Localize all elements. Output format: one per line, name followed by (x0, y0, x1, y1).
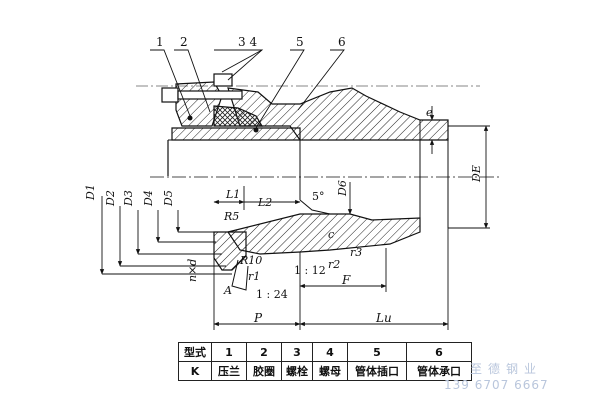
label-R10: R10 (239, 254, 262, 267)
table-part-name: 螺母 (312, 361, 348, 381)
table-part-name: 压兰 (211, 361, 247, 381)
label-R5: R5 (223, 210, 239, 223)
part-label-3-4: 3 4 (238, 35, 257, 49)
part-label-2: 2 (180, 35, 188, 49)
label-DE: DE (470, 165, 483, 183)
label-nxd: n×d (186, 259, 199, 282)
label-D4: D4 (142, 190, 155, 207)
part-label-1: 1 (156, 35, 164, 49)
nut (213, 73, 233, 87)
table-part-name: 管体承口 (406, 361, 472, 381)
table-number: 5 (347, 342, 407, 362)
table-number: 3 (281, 342, 313, 362)
label-D5: D5 (162, 190, 175, 207)
label-taper-24: 1 : 24 (256, 288, 288, 301)
bolt-shank (177, 90, 243, 100)
label-D6: D6 (336, 180, 349, 197)
length-dimensions (213, 186, 449, 330)
watermark-phone: 139 6707 6667 (444, 378, 549, 392)
label-angle: 5° (312, 190, 325, 203)
diameter-dimensions (99, 106, 490, 275)
label-D1: D1 (84, 184, 97, 201)
table-number: 1 (211, 342, 247, 362)
label-r3: r3 (350, 246, 362, 259)
table-part-name: 管体插口 (347, 361, 407, 381)
label-L2: L2 (257, 196, 272, 209)
label-r2: r2 (328, 258, 340, 271)
label-L1: L1 (225, 188, 240, 201)
label-r1: r1 (248, 270, 260, 283)
label-Lu: Lu (375, 311, 392, 325)
rubber-ring-upper (213, 105, 264, 127)
label-P: P (253, 311, 263, 325)
part-label-5: 5 (296, 35, 304, 49)
table-header-label: 型式 (178, 342, 212, 362)
leader-lines (150, 49, 345, 129)
socket-lower-body (227, 213, 421, 255)
label-D2: D2 (104, 190, 117, 207)
parts-table-name-row: K 压兰 胶圈 螺栓 螺母 管体插口 管体承口 (178, 361, 472, 381)
label-F: F (341, 273, 351, 287)
parts-table-header-row: 型式 1 2 3 4 5 6 (178, 342, 472, 362)
spigot-upper-wall (171, 127, 301, 141)
label-taper-12: 1 : 12 (294, 264, 326, 277)
label-e: e (426, 106, 433, 119)
bolt-head (161, 87, 179, 103)
label-c: c (328, 228, 334, 241)
table-number: 6 (406, 342, 472, 362)
table-part-name: 螺栓 (281, 361, 313, 381)
label-A: A (223, 284, 232, 297)
table-number: 4 (312, 342, 348, 362)
table-row-label: K (178, 361, 212, 381)
table-part-name: 胶圈 (246, 361, 282, 381)
part-label-6: 6 (338, 35, 346, 49)
watermark-company: 至德钢业 (470, 362, 543, 376)
parts-table: 型式 1 2 3 4 5 6 K 压兰 胶圈 螺栓 螺母 管体插口 管体承口 (178, 342, 472, 381)
label-D3: D3 (122, 190, 135, 207)
table-number: 2 (246, 342, 282, 362)
